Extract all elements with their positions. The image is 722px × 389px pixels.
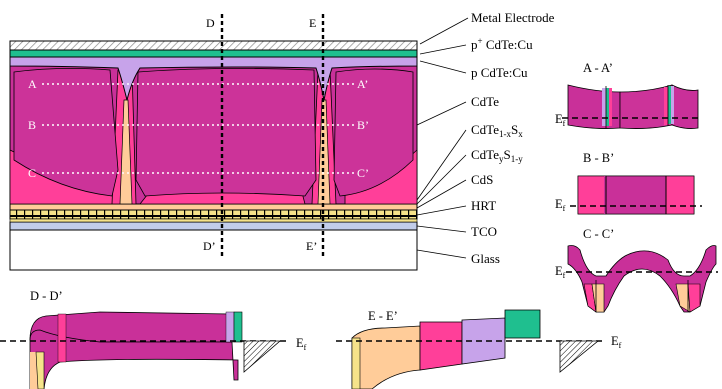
label-metal-electrode: Metal Electrode xyxy=(471,10,555,25)
fermi-label-dd: Ef xyxy=(296,336,307,352)
label-cdte-1x-sx: CdTe1-xSx xyxy=(471,122,523,139)
fermi-label-ee: Ef xyxy=(611,334,622,350)
panel-title-dd: D - D’ xyxy=(30,289,63,303)
fermi-label-cc: Ef xyxy=(555,264,566,280)
band-panel-cc: C - C’ Ef xyxy=(555,227,718,313)
cut-label-a-left: A xyxy=(28,77,37,91)
p-plus-cdte-cu-layer xyxy=(9,49,418,58)
fermi-label-aa: Ef xyxy=(555,112,566,128)
layer-legend xyxy=(416,17,469,259)
band-panel-bb: B - B’ Ef xyxy=(555,151,702,215)
label-glass: Glass xyxy=(471,251,500,266)
cut-label-c-left: C xyxy=(28,166,36,180)
glass-layer xyxy=(9,229,418,271)
band-panel-dd: D - D’ Ef xyxy=(0,289,307,389)
device-cross-section: D E D’ E’ A A’ B B’ C C’ xyxy=(9,14,418,271)
metal-electrode-layer xyxy=(9,40,418,51)
tco-layer xyxy=(9,221,418,231)
panel-title-ee: E - E’ xyxy=(368,309,398,323)
cut-label-a-right: A’ xyxy=(357,77,368,91)
cut-label-e-bottom: E’ xyxy=(306,239,317,253)
p-cdte-cu-layer xyxy=(9,55,418,101)
cut-label-b-left: B xyxy=(28,118,36,132)
band-panel-aa: A - A’ Ef xyxy=(555,61,702,129)
label-hrt: HRT xyxy=(471,198,496,213)
label-cdte: CdTe xyxy=(471,94,499,109)
label-cds: CdS xyxy=(471,172,493,187)
cut-label-e-top: E xyxy=(309,16,316,30)
label-tco: TCO xyxy=(471,224,497,239)
panel-title-cc: C - C’ xyxy=(583,227,614,241)
panel-title-bb: B - B’ xyxy=(583,151,614,165)
cut-label-c-right: C’ xyxy=(357,166,369,180)
band-panel-ee: E - E’ Ef xyxy=(336,309,622,389)
cut-label-b-right: B’ xyxy=(357,118,369,132)
cdte-grains xyxy=(13,68,414,197)
cut-label-d-top: D xyxy=(206,16,215,30)
label-p-plus-cdte-cu: p+ CdTe:Cu xyxy=(471,36,533,52)
label-p-cdte-cu: p CdTe:Cu xyxy=(471,65,528,80)
label-cdte-y-s-1y: CdTeyS1-y xyxy=(471,147,523,164)
cut-label-d-bottom: D’ xyxy=(203,239,216,253)
fermi-label-bb: Ef xyxy=(555,197,566,213)
cds-layer xyxy=(9,203,418,211)
hrt-layer xyxy=(9,209,418,220)
panel-title-aa: A - A’ xyxy=(583,61,613,75)
